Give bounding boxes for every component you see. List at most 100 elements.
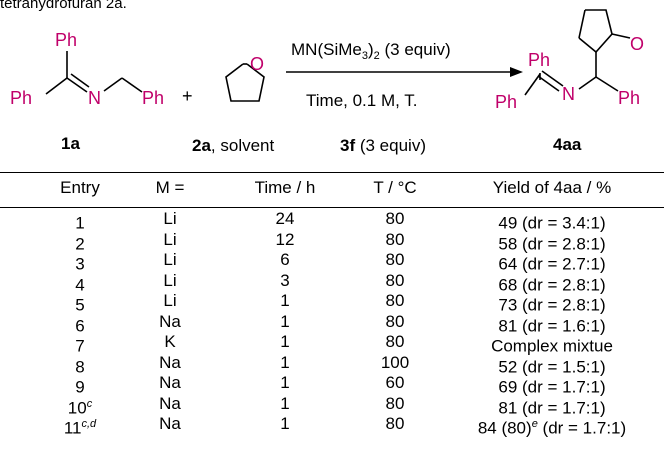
cell-yield: 68 (dr = 2.8:1) (498, 275, 606, 295)
conditions-line-1: MN(SiMe3)2 (3 equiv) (291, 40, 451, 62)
cell-metal: K (164, 332, 176, 351)
cell-metal: Li (163, 291, 177, 310)
atom-ph: Ph (528, 50, 550, 70)
label-2a-note: , solvent (211, 136, 275, 155)
cell-time: 1 (280, 373, 290, 392)
label-3f: 3f (340, 136, 355, 155)
structure-4aa: O Ph Ph Ph N Ph (495, 9, 644, 112)
cell-time: 1 (280, 311, 290, 331)
table-row: 6 Na 1 80 81 (dr = 1.6:1) (0, 311, 664, 336)
structure-1a: Ph Ph N Ph (10, 30, 164, 108)
cell-entry: 1 (75, 213, 85, 233)
table-row: 4 Li 3 80 68 (dr = 2.8:1) (0, 270, 664, 295)
cell-entry: 9 (75, 377, 85, 397)
cell-yield: Complex mixtue (491, 336, 613, 356)
table-row: 7 K 1 80 Complex mixtue (0, 332, 664, 356)
cell-yield: 49 (dr = 3.4:1) (498, 213, 606, 233)
table-row: 10c Na 1 80 81 (dr = 1.7:1) (0, 393, 664, 418)
cell-temperature: 80 (385, 270, 405, 290)
cell-metal: Li (163, 229, 177, 249)
cell-yield: 58 (dr = 2.8:1) (498, 234, 606, 254)
cell-metal: Na (159, 414, 181, 433)
cell-time: 1 (280, 332, 290, 351)
cell-yield: 81 (dr = 1.6:1) (498, 316, 606, 336)
header-temperature: T / °C (373, 178, 417, 197)
caption-fragment: tetrahydrofuran 2a. (0, 0, 127, 12)
table-row: 9 Na 1 60 69 (dr = 1.7:1) (0, 373, 664, 397)
cell-entry: 8 (75, 357, 85, 377)
header-entry: Entry (60, 178, 100, 197)
cell-entry: 7 (75, 336, 85, 356)
cell-time: 1 (280, 393, 290, 413)
cell-time: 6 (280, 250, 290, 269)
atom-ph: Ph (10, 88, 32, 108)
label-2a: 2a (192, 136, 211, 155)
cell-metal: Na (159, 373, 181, 392)
cell-yield: 52 (dr = 1.5:1) (498, 357, 606, 377)
cell-yield: 64 (dr = 2.7:1) (498, 254, 606, 274)
atom-n: N (562, 84, 575, 104)
cell-time: 3 (280, 270, 290, 290)
cell-time: 1 (280, 291, 290, 310)
table-row: 8 Na 1 100 52 (dr = 1.5:1) (0, 352, 664, 377)
cell-temperature: 60 (385, 373, 405, 392)
table-row: 5 Li 1 80 73 (dr = 2.8:1) (0, 291, 664, 315)
atom-ph: Ph (142, 88, 164, 108)
header-metal: M = (155, 178, 185, 197)
cell-entry: 3 (75, 254, 85, 274)
cell-yield: 69 (dr = 1.7:1) (498, 377, 606, 397)
cell-metal: Li (163, 270, 177, 290)
table-header: Entry M = Time / h T / °C Yield of 4aa /… (0, 178, 664, 206)
table-top-rule (0, 172, 664, 173)
structure-2a: O (225, 54, 265, 102)
cell-temperature: 80 (385, 393, 405, 413)
header-yield: Yield of 4aa / % (492, 178, 612, 197)
cell-time: 1 (280, 352, 290, 372)
cell-yield: 84 (80)e (dr = 1.7:1) (477, 418, 627, 438)
atom-ph: Ph (618, 88, 640, 108)
reaction-arrow (286, 67, 523, 77)
svg-text:2a, solvent: 2a, solvent (192, 136, 275, 155)
cell-entry: 5 (75, 295, 85, 315)
label-1a: 1a (61, 134, 80, 153)
svg-text:3f (3 equiv): 3f (3 equiv) (340, 136, 426, 155)
cell-temperature: 80 (385, 209, 405, 228)
cell-entry: 11c,d (63, 418, 97, 438)
cell-temperature: 80 (385, 311, 405, 331)
cell-entry: 10c (67, 397, 93, 418)
cell-temperature: 80 (385, 229, 405, 249)
cell-metal: Li (163, 209, 177, 228)
table-row: 2 Li 12 80 58 (dr = 2.8:1) (0, 229, 664, 254)
cell-entry: 4 (75, 275, 85, 295)
cell-yield: 73 (dr = 2.8:1) (498, 295, 606, 315)
cell-metal: Na (159, 352, 181, 372)
cell-time: 24 (275, 209, 295, 228)
atom-n: N (88, 88, 101, 108)
atom-o: O (630, 34, 644, 54)
cell-time: 12 (275, 229, 295, 249)
atom-ph: Ph (495, 92, 517, 112)
cell-entry: 2 (75, 234, 85, 254)
table-header-rule (0, 207, 664, 208)
atom-o: O (250, 54, 264, 74)
reaction-scheme: Ph Ph N Ph + O 1a 2a, solvent MN(SiMe3)2… (10, 9, 644, 155)
atom-ph: Ph (55, 30, 77, 50)
cell-entry: 6 (75, 316, 85, 336)
label-4aa: 4aa (553, 135, 582, 154)
cell-metal: Na (159, 311, 181, 331)
cell-temperature: 80 (385, 414, 405, 433)
cell-temperature: 100 (380, 352, 410, 372)
plus-sign: + (182, 86, 193, 106)
table-row: 3 Li 6 80 64 (dr = 2.7:1) (0, 250, 664, 274)
cell-metal: Li (163, 250, 177, 269)
cell-temperature: 80 (385, 332, 405, 351)
cell-metal: Na (159, 393, 181, 413)
header-time: Time / h (254, 178, 316, 197)
cell-temperature: 80 (385, 291, 405, 310)
label-3f-note: (3 equiv) (355, 136, 426, 155)
conditions-line-2: Time, 0.1 M, T. (306, 91, 417, 110)
cell-temperature: 80 (385, 250, 405, 269)
cell-yield: 81 (dr = 1.7:1) (498, 398, 606, 418)
